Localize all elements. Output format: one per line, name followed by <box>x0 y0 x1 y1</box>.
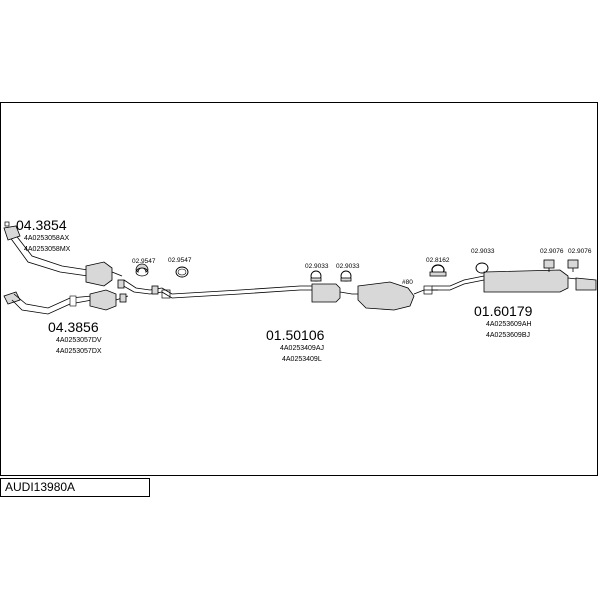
part-number-04-3854: 04.3854 <box>16 217 67 233</box>
clamp-02-9033-a[interactable] <box>310 270 322 282</box>
rear-pipe[interactable] <box>423 269 597 295</box>
diagram-title: AUDI13980A <box>0 478 150 497</box>
oem-number: 4A0253409L <box>282 356 322 363</box>
oem-number: 4A0253057DV <box>56 337 102 344</box>
oem-number: 4A0253058AX <box>24 235 69 242</box>
gasket-02-8162[interactable] <box>429 264 447 277</box>
hanger-02-9076-a[interactable] <box>543 259 555 272</box>
clamp-02-9547-b[interactable] <box>175 266 189 278</box>
diagram-frame <box>0 102 598 476</box>
clamp-02-9033-c[interactable] <box>475 262 489 274</box>
part-number-04-3856: 04.3856 <box>48 319 99 335</box>
oem-number: 4A0253609BJ <box>486 332 530 339</box>
small-part-label: 02.8162 <box>426 257 450 264</box>
small-part-label: 02.9547 <box>168 257 192 264</box>
small-part-label: 02.9033 <box>305 263 329 270</box>
middle-pipe[interactable] <box>161 281 438 311</box>
small-part-label: 02.9033 <box>336 263 360 270</box>
small-part-label: 02.9076 <box>540 248 564 255</box>
small-part-label: #80 <box>402 279 413 286</box>
oem-number: 4A0253058MX <box>24 246 71 253</box>
oem-number: 4A0253057DX <box>56 348 102 355</box>
oem-number: 4A0253609AH <box>486 321 532 328</box>
clamp-02-9033-b[interactable] <box>340 270 352 282</box>
front-upper-downpipe[interactable] <box>3 221 123 287</box>
part-number-01-60179: 01.60179 <box>474 303 533 319</box>
small-part-label: 02.9076 <box>568 248 592 255</box>
front-joint[interactable] <box>117 279 163 303</box>
clamp-02-9547-a[interactable] <box>135 263 149 277</box>
front-lower-downpipe[interactable] <box>3 289 129 315</box>
small-part-label: 02.9033 <box>471 248 495 255</box>
part-number-01-50106: 01.50106 <box>266 327 325 343</box>
hanger-02-9076-b[interactable] <box>567 259 579 272</box>
small-part-label: 02.9547 <box>132 258 156 265</box>
oem-number: 4A0253409AJ <box>280 345 324 352</box>
